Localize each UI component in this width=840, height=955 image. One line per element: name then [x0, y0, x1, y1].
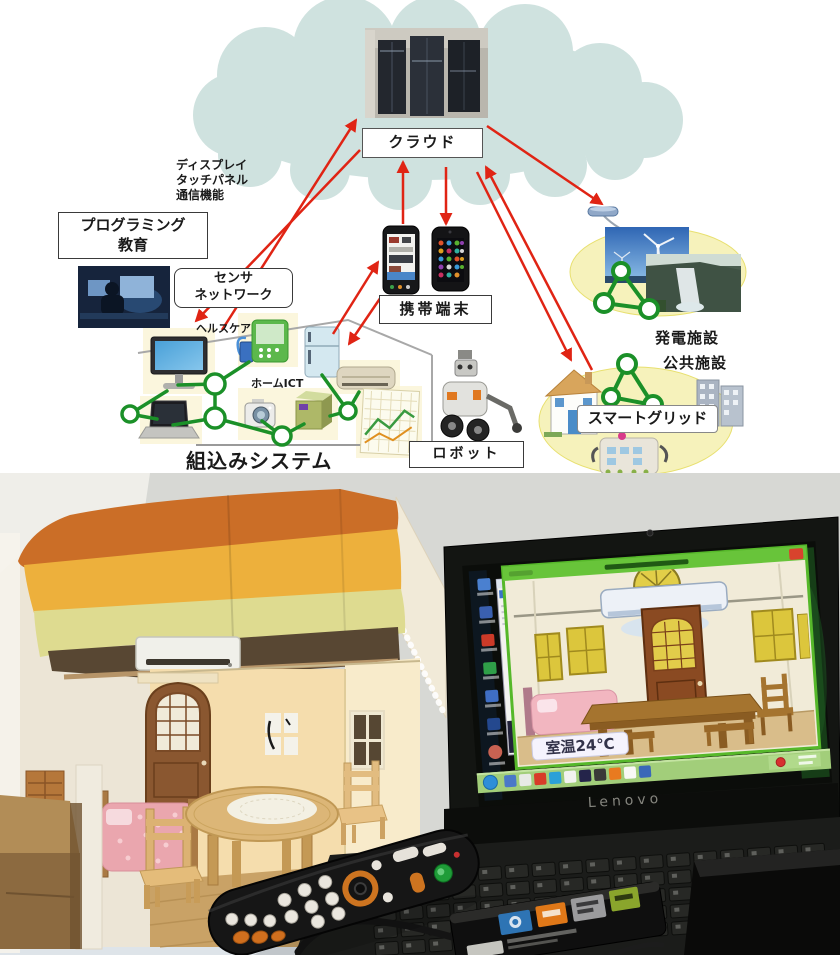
toy-chair-right	[337, 760, 388, 845]
smart-grid-label: スマートグリッド	[587, 409, 708, 428]
home-ict-label: ホームICT	[251, 377, 304, 390]
cloud-label-box: クラウド	[362, 128, 483, 158]
laptop-icon	[138, 400, 200, 439]
wall-decal	[265, 713, 298, 755]
programming-box-line1: プログラミング	[80, 216, 186, 234]
programming-box-line2: 教育	[117, 235, 148, 254]
smart-grid-box: スマートグリッド	[577, 405, 718, 433]
toy-table	[185, 786, 339, 887]
room-temp-badge: 室温24℃	[531, 731, 629, 761]
smartphone-left-icon	[382, 225, 420, 295]
cloud-label: クラウド	[388, 133, 457, 152]
felt-roof	[18, 488, 406, 657]
power-facility-label: 発電施設	[655, 329, 720, 347]
taskbar	[476, 748, 832, 794]
dollhouse-aircon	[135, 636, 241, 671]
embedded-system-label: 組込みシステム	[186, 449, 333, 473]
iot-diagram	[78, 0, 747, 473]
laptop-screen: 室温24℃	[462, 541, 833, 808]
waterfall-image	[646, 254, 741, 312]
chart-panel-icon	[359, 388, 421, 456]
robot-label: ロボット	[432, 446, 501, 463]
wooden-dresser	[0, 795, 82, 949]
camera-icon	[244, 399, 276, 428]
mobile-devices-box: 携帯端末	[379, 295, 492, 324]
server-rack-image	[365, 28, 488, 118]
public-facility-label: 公共施設	[663, 354, 728, 372]
close-icon	[788, 548, 804, 560]
dollhouse	[0, 488, 447, 953]
simulation-window: 室温24℃	[500, 544, 822, 771]
feature-note-line1: ディスプレイ	[176, 158, 248, 172]
demo-photo: 室温24℃	[0, 473, 840, 955]
sensor-box-line2: ネットワーク	[194, 288, 273, 303]
sensor-network-box: センサ ネットワーク	[174, 268, 293, 308]
external-device	[449, 881, 667, 955]
room-temp-label: 室温24℃	[545, 735, 615, 758]
pc-box-icon	[295, 391, 332, 430]
toy-chair-middle	[139, 806, 204, 909]
feature-note: ディスプレイ タッチパネル 通信機能	[176, 158, 248, 203]
remote-control	[207, 829, 482, 955]
programming-education-box: プログラミング 教育	[58, 212, 208, 259]
sensor-box-line1: センサ	[213, 271, 253, 287]
dollhouse-window	[349, 710, 385, 770]
robot-box: ロボット	[409, 441, 524, 468]
tv-monitor-icon	[150, 336, 208, 389]
feature-note-line2: タッチパネル	[176, 173, 249, 187]
black-box	[684, 849, 840, 955]
webcam-icon	[646, 529, 654, 537]
programming-education-photo	[78, 266, 170, 328]
refrigerator-icon	[304, 326, 340, 378]
air-conditioner-icon	[336, 366, 396, 390]
mobile-box-label: 携帯端末	[399, 299, 472, 318]
desktop-icons	[477, 578, 506, 766]
robot-image	[440, 350, 522, 442]
health-device-icon	[236, 319, 289, 363]
start-button	[482, 774, 498, 790]
power-network-triangle	[593, 261, 660, 320]
healthcare-label: ヘルスケア	[196, 322, 251, 335]
feature-note-line3: 通信機能	[176, 188, 225, 202]
factory-toy-illustration	[591, 432, 669, 473]
dollhouse-door	[137, 672, 219, 806]
smartphone-right-icon	[431, 226, 470, 292]
home-network	[120, 360, 361, 447]
cable-2	[607, 942, 665, 955]
